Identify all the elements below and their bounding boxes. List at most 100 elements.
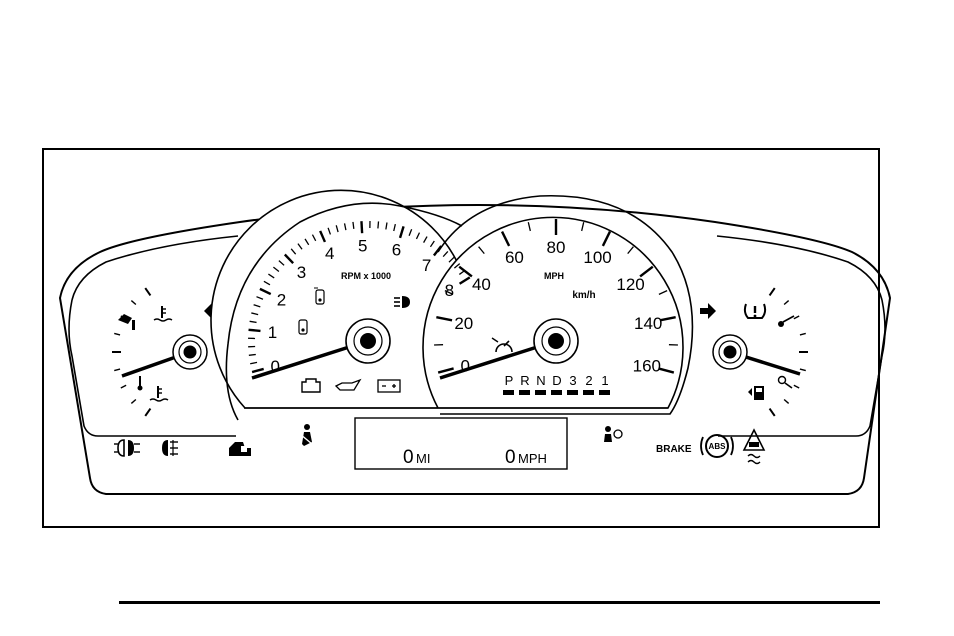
gear-letter: 1 <box>601 373 608 388</box>
tachometer-scale-tick <box>360 221 364 234</box>
empty-mark-icon <box>777 375 793 389</box>
speedometer-scale-tick <box>659 316 676 322</box>
tachometer-scale-tick <box>304 238 310 246</box>
tachometer-scale-tick <box>263 280 271 286</box>
speedometer-scale-tick <box>639 265 654 278</box>
cruise-control-icon <box>491 337 513 353</box>
tachometer-scale-tick <box>429 240 435 248</box>
tachometer-outer-bezel <box>225 202 463 421</box>
tachometer-scale-tick <box>248 353 256 356</box>
tachometer-scale-tick <box>251 367 264 374</box>
tachometer-scale-tick <box>251 312 259 316</box>
speedometer-hub-ring <box>541 326 571 356</box>
tachometer-scale-tick <box>377 221 380 229</box>
speedometer-scale-label: 0 <box>460 356 469 375</box>
tachometer-scale-label: 5 <box>358 236 367 255</box>
tachometer-scale-label: 3 <box>297 263 306 282</box>
right-turn-signal-icon <box>700 303 716 319</box>
tachometer-hub <box>360 333 376 349</box>
gear-indicator-segment <box>567 390 578 395</box>
right-gauge-hub-ring <box>718 340 742 364</box>
speedometer-scale-tick <box>478 246 485 255</box>
tachometer-scale-tick <box>393 224 396 232</box>
tire-pressure-icon <box>743 303 767 319</box>
tachometer-scale-tick <box>442 250 449 258</box>
speedometer-scale-tick <box>627 246 634 255</box>
right-gauge-tick <box>783 300 790 306</box>
speedometer-scale-label: 80 <box>547 238 566 257</box>
tachometer-hub-ring <box>353 326 383 356</box>
tachometer-scale-tick <box>268 273 275 279</box>
oil-can-icon <box>118 314 135 330</box>
gear-letter: P <box>505 373 514 388</box>
gear-letter: N <box>536 373 545 388</box>
digital-speed-unit: MPH <box>518 451 547 466</box>
tachometer-scale-tick <box>352 221 355 229</box>
left-gauge-hub-ring <box>178 340 202 364</box>
tachometer-scale-label: 6 <box>392 240 401 259</box>
tachometer-scale-tick <box>249 320 257 324</box>
tachometer-scale-label: 8 <box>445 281 454 300</box>
speedometer-scale-label: 40 <box>472 275 491 294</box>
service-vehicle-icon <box>298 319 308 335</box>
high-beam-icon <box>394 296 410 308</box>
abs-label: ABS <box>709 442 727 451</box>
tachometer-scale-tick <box>248 328 261 333</box>
left-gauge-tick <box>144 287 152 297</box>
speedometer-hub <box>548 333 564 349</box>
tachometer-scale-tick <box>283 253 295 264</box>
speedometer-scale-tick <box>581 222 585 232</box>
gear-indicator-segment <box>551 390 562 395</box>
low-temp-icon <box>137 376 143 391</box>
cluster-housing <box>58 204 892 495</box>
gear-letter: 2 <box>585 373 592 388</box>
tachometer-scale-tick <box>327 227 332 235</box>
tachometer-scale-tick <box>253 304 261 308</box>
rear-fog-lamp-icon <box>162 440 178 456</box>
digital-speed-value: 0 <box>505 447 516 468</box>
tachometer-scale-tick <box>256 296 264 300</box>
fuel-pump-icon <box>748 386 764 400</box>
gear-indicator-segment <box>599 390 610 395</box>
speedometer-scale-tick <box>500 231 511 247</box>
gear-indicator-segment <box>503 390 514 395</box>
tachometer-unit-label: RPM x 1000 <box>341 271 391 281</box>
odometer-readout: 0 MI <box>403 447 430 468</box>
tachometer-scale-label: 0 <box>271 357 280 376</box>
seatbelt-reminder-icon <box>299 424 313 446</box>
tachometer-scale-tick <box>398 226 405 239</box>
gear-indicator-segment <box>583 390 594 395</box>
left-gauge-tick <box>130 300 137 306</box>
right-gauge-tick <box>768 287 776 297</box>
right-gauge-tick <box>799 332 806 336</box>
speedometer-scale-label: 140 <box>634 314 662 333</box>
speedometer-scale-tick <box>444 290 454 295</box>
speedometer-scale-tick <box>436 316 453 322</box>
speedometer-scale-label: 60 <box>505 248 524 267</box>
tachometer-scale-label: 7 <box>422 256 431 275</box>
coolant-temp-icon-lower <box>149 386 169 402</box>
right-gauge-hub <box>723 345 737 359</box>
speedometer-dial-face <box>422 216 684 409</box>
speedometer-scale-tick <box>458 265 473 278</box>
right-gauge-tick <box>793 315 800 320</box>
speedometer-scale-tick <box>601 231 612 247</box>
figure-frame <box>42 148 880 528</box>
gear-letter: D <box>552 373 561 388</box>
tachometer-scale-tick <box>273 266 280 272</box>
speedometer-scale-tick <box>658 290 668 295</box>
gear-indicator-segment <box>535 390 546 395</box>
lcd-display <box>354 417 568 470</box>
tachometer-scale-label: 2 <box>277 290 286 309</box>
speedometer-scale-label: 100 <box>583 248 611 267</box>
left-gauge-tick <box>120 384 127 389</box>
speedometer-scale-tick <box>658 367 675 374</box>
tachometer-scale-tick <box>259 287 272 296</box>
fuel-gauge-right <box>712 287 808 417</box>
tachometer-scale-label: 1 <box>268 323 277 342</box>
tachometer-scale-tick <box>319 230 327 243</box>
odometer-unit: MI <box>416 451 430 466</box>
gear-indicator-segment <box>519 390 530 395</box>
